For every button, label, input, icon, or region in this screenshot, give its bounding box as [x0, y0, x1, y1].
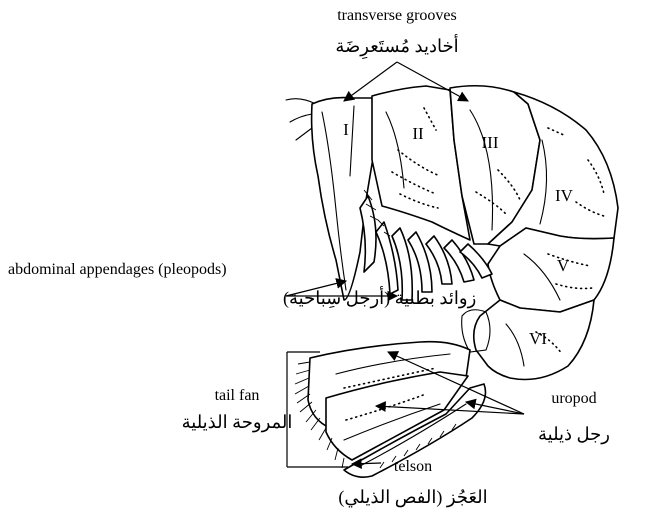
segment-label-5: V	[557, 256, 570, 275]
label-uropod-en: uropod	[551, 390, 596, 407]
segment-label-2: II	[412, 124, 424, 143]
label-telson-en: telson	[394, 458, 432, 475]
label-transverse-grooves-ar: أخاديد مُستَعرِضَة	[335, 34, 458, 59]
abdomen-illustration	[286, 86, 618, 477]
label-transverse-grooves-en: transverse grooves	[337, 7, 457, 24]
label-telson-ar: العَجُز (الفص الذيلي)	[338, 487, 487, 508]
segment-label-1: I	[343, 120, 349, 139]
segment-5	[488, 228, 614, 312]
segment-label-6: VI	[529, 329, 547, 348]
label-tail-fan-ar: المروحة الذيلية	[182, 412, 293, 433]
segment-label-4: IV	[555, 186, 574, 205]
segment-label-3: III	[482, 133, 499, 152]
label-tail-fan-en: tail fan	[215, 387, 260, 404]
label-pleopods-en: abdominal appendages (pleopods)	[8, 261, 227, 278]
tail-fan-drawing	[295, 342, 486, 477]
label-uropod-ar: رجل ذيلية	[538, 424, 610, 445]
